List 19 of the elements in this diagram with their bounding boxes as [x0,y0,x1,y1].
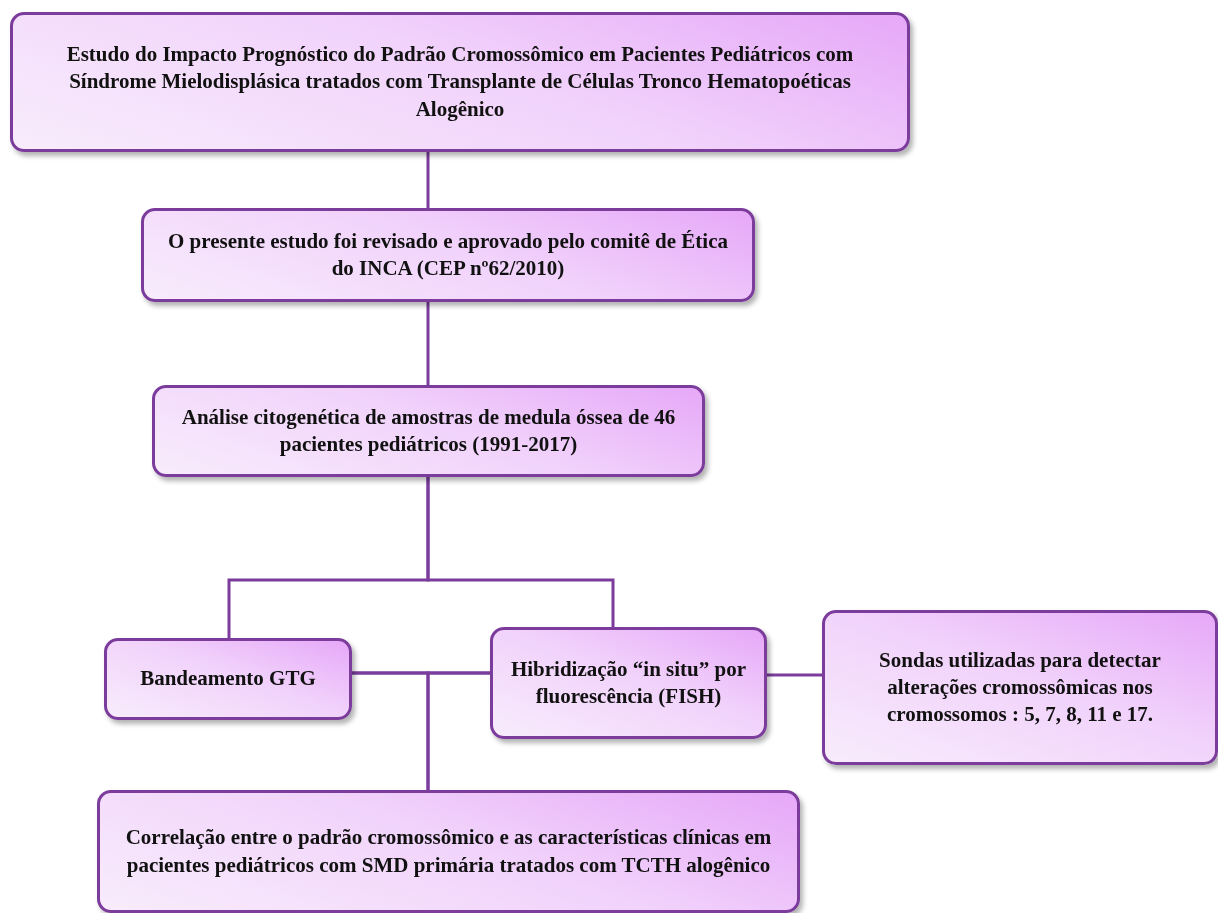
process-box [97,790,800,913]
connector-line [426,152,430,208]
connector-line [767,673,822,677]
process-box [104,638,352,720]
process-box [141,208,755,302]
box-text: Sondas utilizadas para detectar alterações cromossômicas nos cromossomos : 5, 7, 8, 11 e 17. [878,646,1162,729]
box-text: Estudo do Impacto Prognóstico do Padrão Cromossômico em Pacientes Pediátricos com Síndrome Mielodisplásica tratados com Transplante de Células Tronco Hematopoéticas Alogênico [65,41,855,123]
process-box [822,610,1218,765]
box-text: Bandeamento GTG [140,665,316,693]
box-text: O presente estudo foi revisado e aprovado pelo comitê de Ética do INCA (CEP nº62/2010) [167,227,729,282]
connector-line [426,671,490,790]
box-text: Hibridização “in situ” por fluorescência (FISH) [509,655,748,710]
box-text: Correlação entre o padrão cromossômico e as características clínicas em pacientes pediátricos com SMD primária tratados com TCTH alogênico [124,824,773,879]
connector-line [426,302,430,385]
box-text: Análise citogenética de amostras de medula óssea de 46 pacientes pediátricos (1991-2017) [180,403,677,458]
process-box [152,385,705,477]
connector-line [426,477,615,627]
process-box [490,627,767,739]
process-box [10,12,910,152]
